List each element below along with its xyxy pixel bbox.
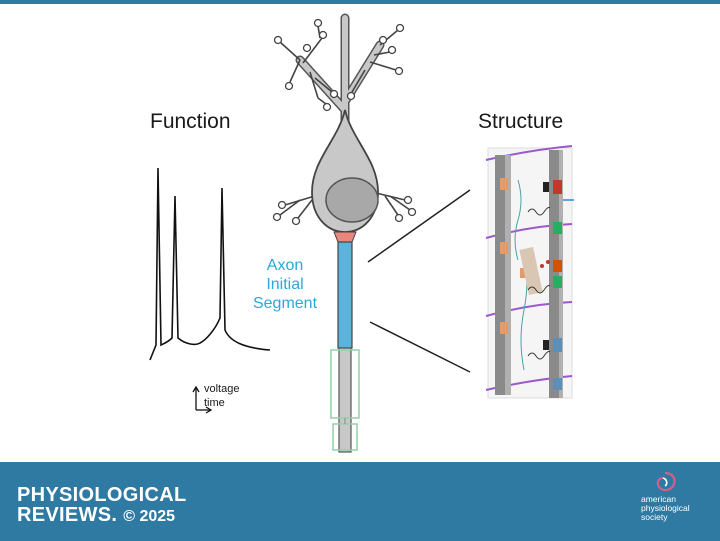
journal-line2-wrap: REVIEWS. © 2025 (17, 505, 186, 527)
journal-line1: PHYSIOLOGICAL (17, 484, 187, 506)
top-stripe (0, 0, 720, 4)
basal-spines (272, 195, 417, 226)
scale-time-label: time (204, 397, 225, 409)
scale-voltage-label: voltage (204, 383, 240, 395)
axon-initial-segment-label: Axon Initial Segment (240, 256, 330, 313)
aps-logo-icon (656, 471, 676, 492)
dendritic-spines (273, 18, 405, 112)
ais-label-line: Segment (252, 295, 318, 312)
structure-title: Structure (478, 110, 564, 133)
structure-panel (485, 145, 574, 399)
journal-line2: REVIEWS. (17, 504, 118, 526)
nucleus (325, 177, 379, 223)
dendrite-branches (279, 25, 399, 105)
axon-hillock (333, 231, 357, 243)
zoom-line-top (367, 189, 471, 263)
footer-banner: PHYSIOLOGICAL REVIEWS. © 2025 american ph… (0, 462, 720, 541)
aps-text-line: american (641, 494, 676, 504)
copyright-year: © 2025 (123, 508, 176, 525)
axon-initial-segment (337, 241, 353, 349)
ais-label-line: Axon (266, 257, 304, 274)
aps-text-line: physiological (641, 503, 690, 513)
scale-bar (192, 385, 213, 414)
zoom-line-bottom (369, 321, 471, 373)
aps-text-line: society (641, 512, 668, 522)
distal-axon (338, 347, 352, 453)
aps-logo-text: american physiological society (641, 495, 690, 522)
journal-name: PHYSIOLOGICAL REVIEWS. © 2025 (17, 485, 186, 527)
neuron-diagram (149, 13, 574, 453)
ais-label-line: Initial (266, 276, 304, 293)
action-potential-trace (149, 167, 271, 361)
function-title: Function (150, 110, 231, 133)
